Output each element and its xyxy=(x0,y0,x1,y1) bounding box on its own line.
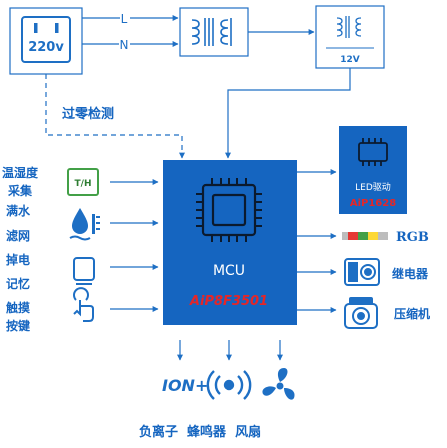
filter-icon xyxy=(73,257,95,285)
small-transformer-icon xyxy=(336,16,362,38)
mcu-block: MCU AiP8F3501 xyxy=(163,160,297,325)
touch-key-icon xyxy=(73,287,94,322)
bottom-output-caption: 负离子 蜂鸣器 风扇 xyxy=(139,424,261,440)
zero-cross-arrow xyxy=(45,74,185,159)
compressor-icon xyxy=(344,297,378,329)
input-label-power-memory: 掉电记忆 xyxy=(6,252,30,291)
rgb-label: RGB xyxy=(396,230,429,245)
input-label-water-full: 满水 xyxy=(6,203,31,218)
input-label-temp-humidity: 温湿度采集 xyxy=(2,165,39,198)
outlet-block: 220v xyxy=(9,7,83,75)
mcu-label: MCU xyxy=(213,263,245,279)
led-chip-icon xyxy=(358,138,388,166)
dc-output-label: 12V xyxy=(340,55,360,65)
compressor-label: 压缩机 xyxy=(394,306,430,321)
buzzer-icon xyxy=(206,370,252,400)
zero-cross-label: 过零检测 xyxy=(62,106,114,122)
thermo-humidity-icon: T/H xyxy=(67,168,99,196)
ion-icon: ION+ xyxy=(162,376,208,395)
relay-icon xyxy=(344,258,380,286)
mcu-model: AiP8F3501 xyxy=(189,294,268,309)
rgb-led-icon xyxy=(342,232,388,240)
led-driver-label: LED驱动 xyxy=(355,182,391,193)
neutral-label: N xyxy=(120,38,129,52)
fan-icon xyxy=(262,368,295,400)
ion-text: ION+ xyxy=(162,376,208,395)
led-driver-model: AiP1628 xyxy=(350,198,396,209)
relay-label: 继电器 xyxy=(392,266,429,281)
led-driver-block: LED驱动 AiP1628 xyxy=(339,126,407,214)
dc-12v-block: 12V xyxy=(315,5,385,69)
power-to-mcu-arrow xyxy=(225,68,351,159)
outlet-voltage: 220v xyxy=(28,40,64,55)
line-label: L xyxy=(121,12,128,26)
input-label-filter: 滤网 xyxy=(6,228,30,243)
svg-text:T/H: T/H xyxy=(75,179,92,189)
transformer-block xyxy=(179,7,249,57)
chip-icon xyxy=(196,178,262,242)
input-label-touch-key: 触摸按键 xyxy=(6,300,31,333)
transformer-icon xyxy=(191,18,232,46)
outlet-icon xyxy=(21,16,71,63)
water-level-icon xyxy=(69,208,100,241)
